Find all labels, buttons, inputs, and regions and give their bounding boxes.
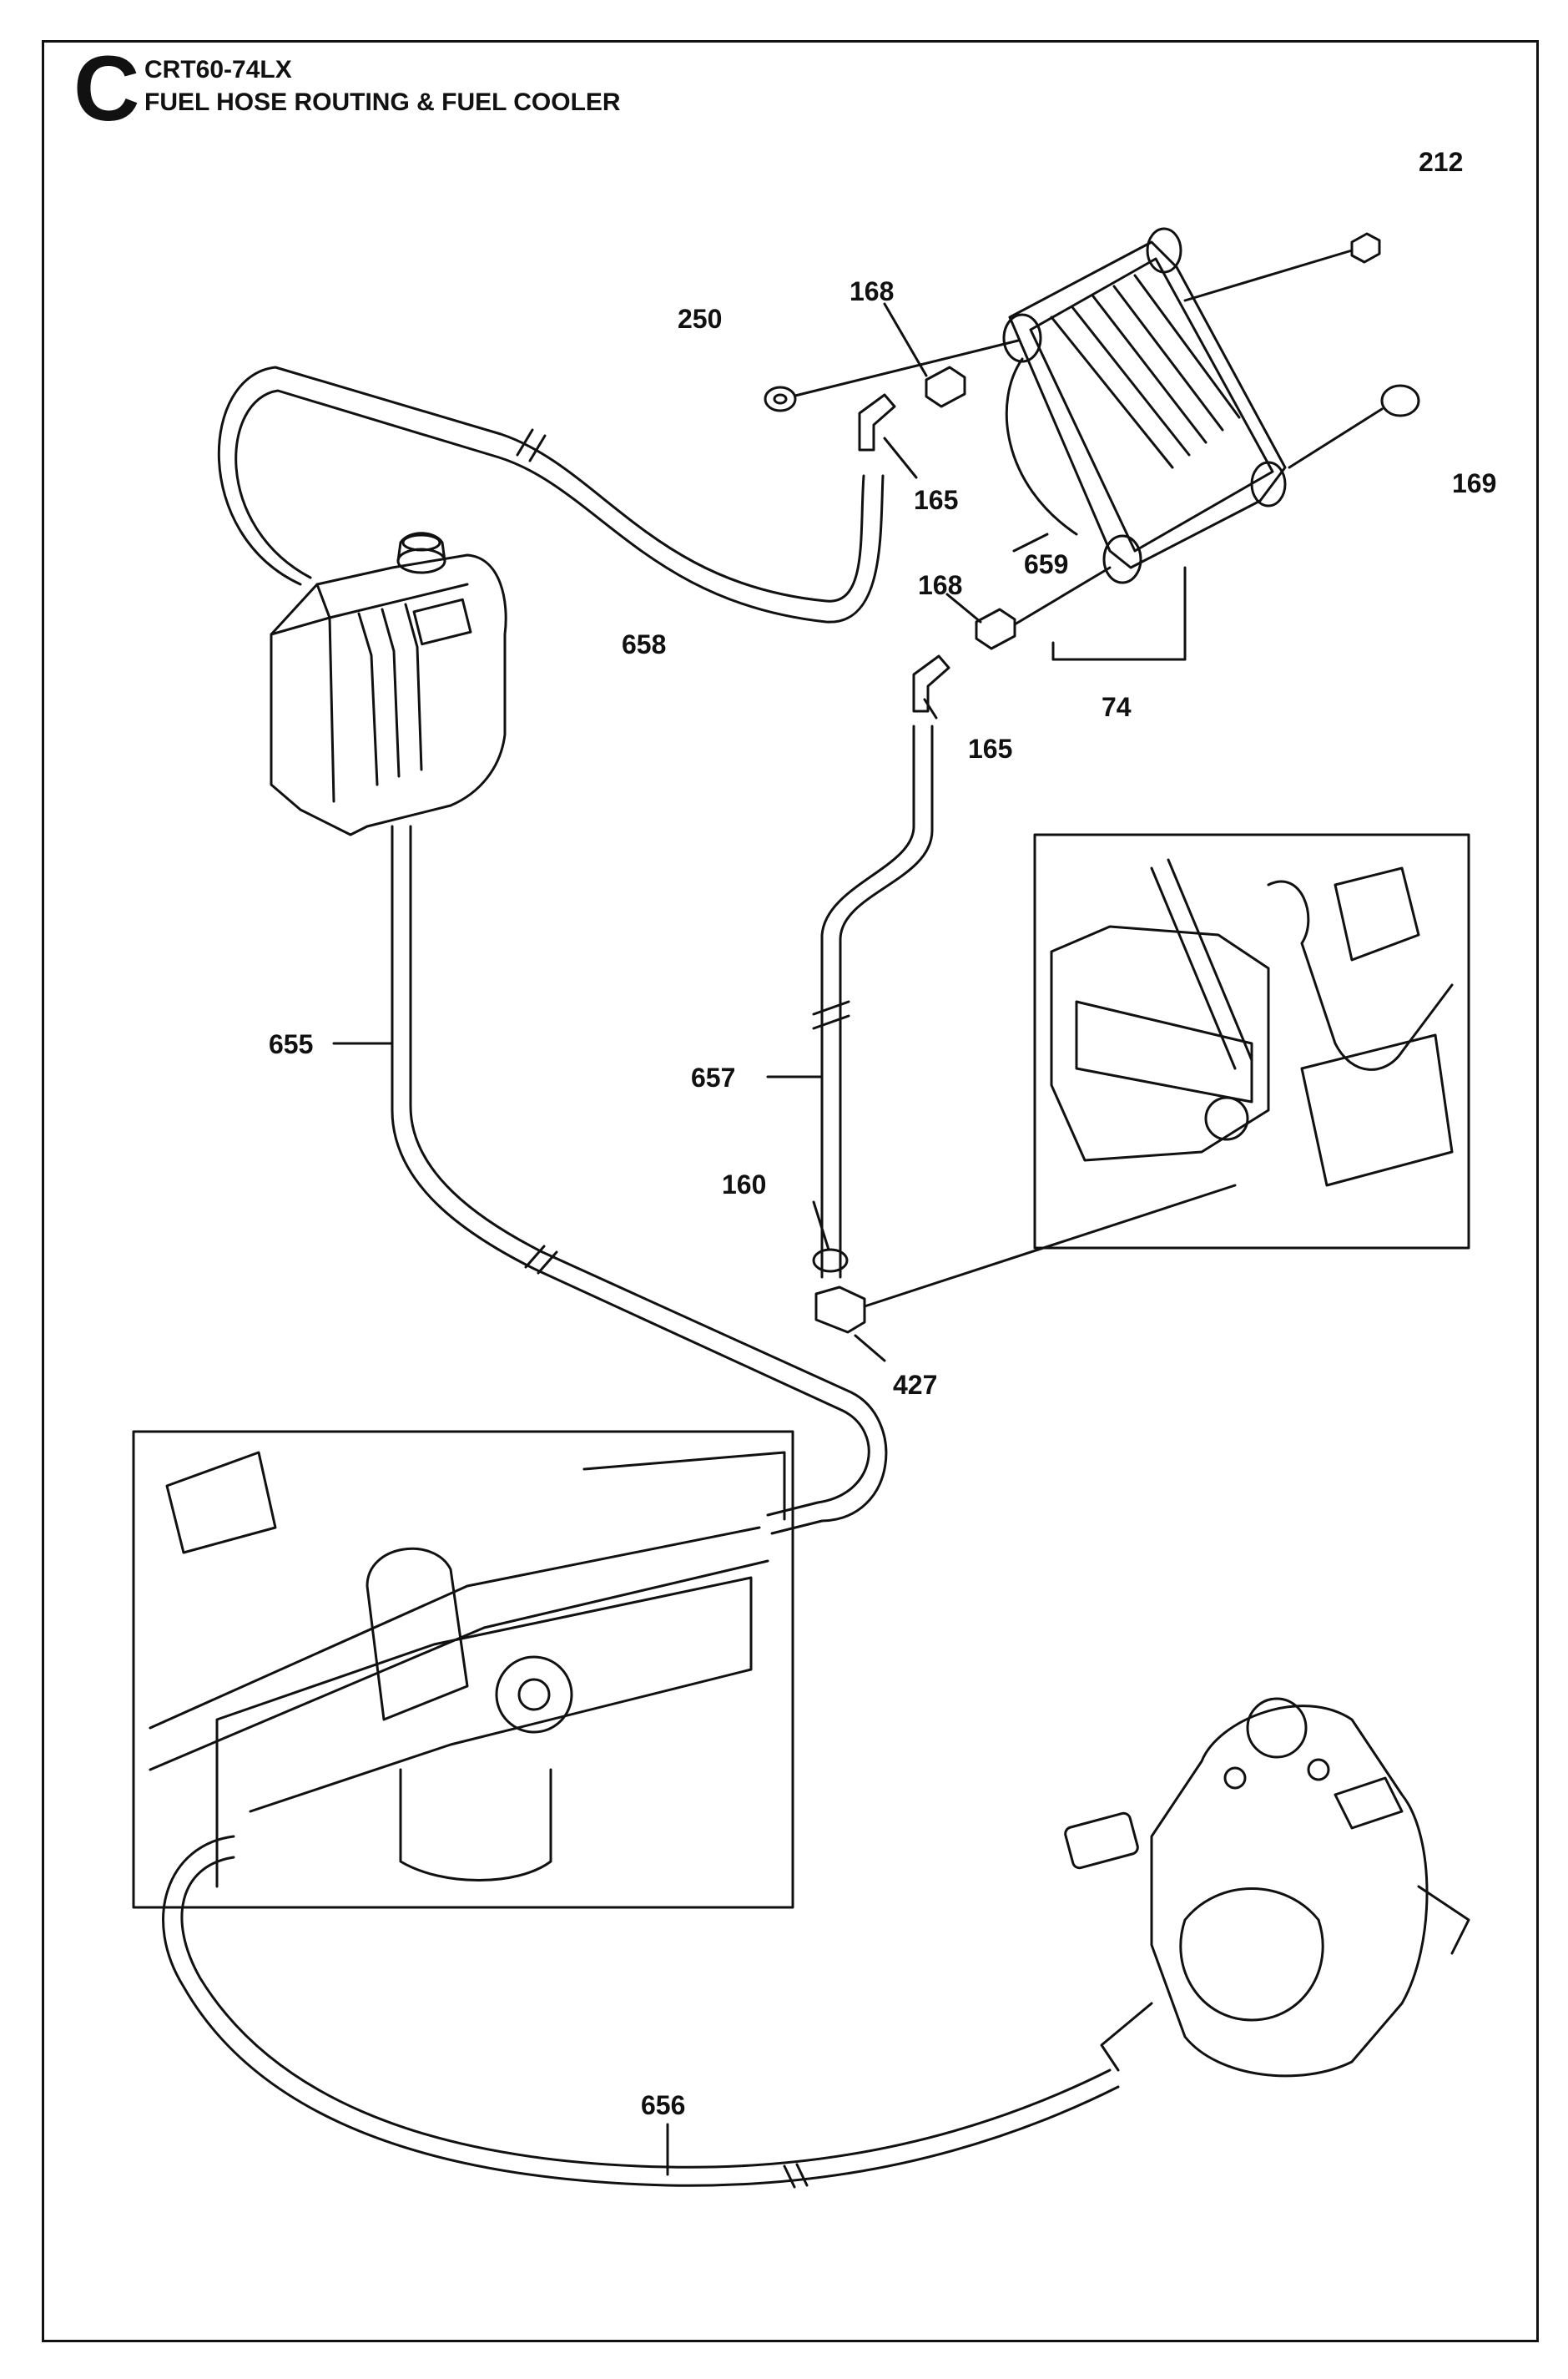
callout-165-upper: 165 [914,485,958,515]
hose-657 [766,725,934,1279]
hose-656 [162,1835,1120,2189]
elbow-165-upper [858,393,896,452]
diagram-title-block: CRT60-74LX FUEL HOSE ROUTING & FUEL COOL… [144,53,621,119]
cap-169 [1288,384,1420,469]
callout-168-upper: 168 [850,276,894,306]
callout-165-lower: 165 [968,734,1012,764]
callout-656: 656 [641,2090,685,2120]
callout-160: 160 [722,1169,766,1200]
fuel-tank [270,532,507,836]
callout-250: 250 [678,304,722,334]
hose-655 [332,825,888,1535]
callout-212: 212 [1419,147,1463,177]
callout-427: 427 [893,1370,937,1400]
leader-lines [883,302,1049,720]
fuel-cooler [1002,227,1287,661]
callout-658: 658 [622,629,666,659]
fitting-168-lower [975,566,1112,650]
part-callouts: 212 250 168 165 169 659 168 658 74 165 6… [269,147,1496,2120]
elbow-427 [814,1184,1237,1362]
callout-168-lower: 168 [918,570,962,600]
fitting-212 [1183,232,1381,302]
model-name: CRT60-74LX [144,56,292,83]
clamp-160 [812,1200,849,1273]
callout-657: 657 [691,1063,735,1093]
callout-74: 74 [1102,692,1132,722]
diagram-frame [42,40,1539,2342]
fitting-168-upper [925,366,966,408]
elbow-165-lower [912,654,950,713]
callout-655: 655 [269,1029,313,1059]
nut-250 [764,339,1020,412]
engine-detail-inset [1033,833,1470,1250]
diagram-title: FUEL HOSE ROUTING & FUEL COOLER [144,88,621,116]
hose-658 [217,366,885,624]
fuel-pump [1064,1697,1470,2078]
callout-659: 659 [1024,549,1068,579]
callout-169: 169 [1452,468,1496,498]
filter-detail-inset [132,1430,794,1909]
section-letter: C [73,38,140,140]
